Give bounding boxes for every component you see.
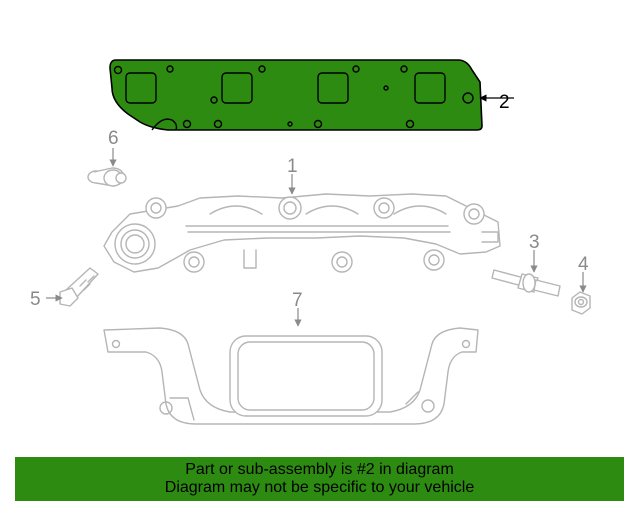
callout-5: 5 [30,289,41,310]
callout-6: 6 [108,128,119,149]
part-3-stud[interactable] [491,269,561,297]
callout-1: 1 [287,156,298,177]
part-notice-banner: Part or sub-assembly is #2 in diagram Di… [15,457,624,501]
parts-diagram: 2 6 1 3 4 5 7 [30,59,591,425]
part-5-bolt[interactable] [59,267,99,307]
callout-3: 3 [529,232,540,253]
part-1-exhaust-manifold[interactable] [103,193,501,273]
part-2-heat-shield[interactable] [109,59,483,131]
callout-2: 2 [499,92,510,113]
notice-line-1: Part or sub-assembly is #2 in diagram [185,461,454,478]
callout-4: 4 [578,254,589,275]
notice-line-2: Diagram may not be specific to your vehi… [164,479,475,496]
part-6-nut[interactable] [87,167,127,187]
part-7-lower-heat-shield[interactable] [103,327,479,425]
callout-7: 7 [292,290,303,311]
part-4-nut[interactable] [571,291,591,315]
